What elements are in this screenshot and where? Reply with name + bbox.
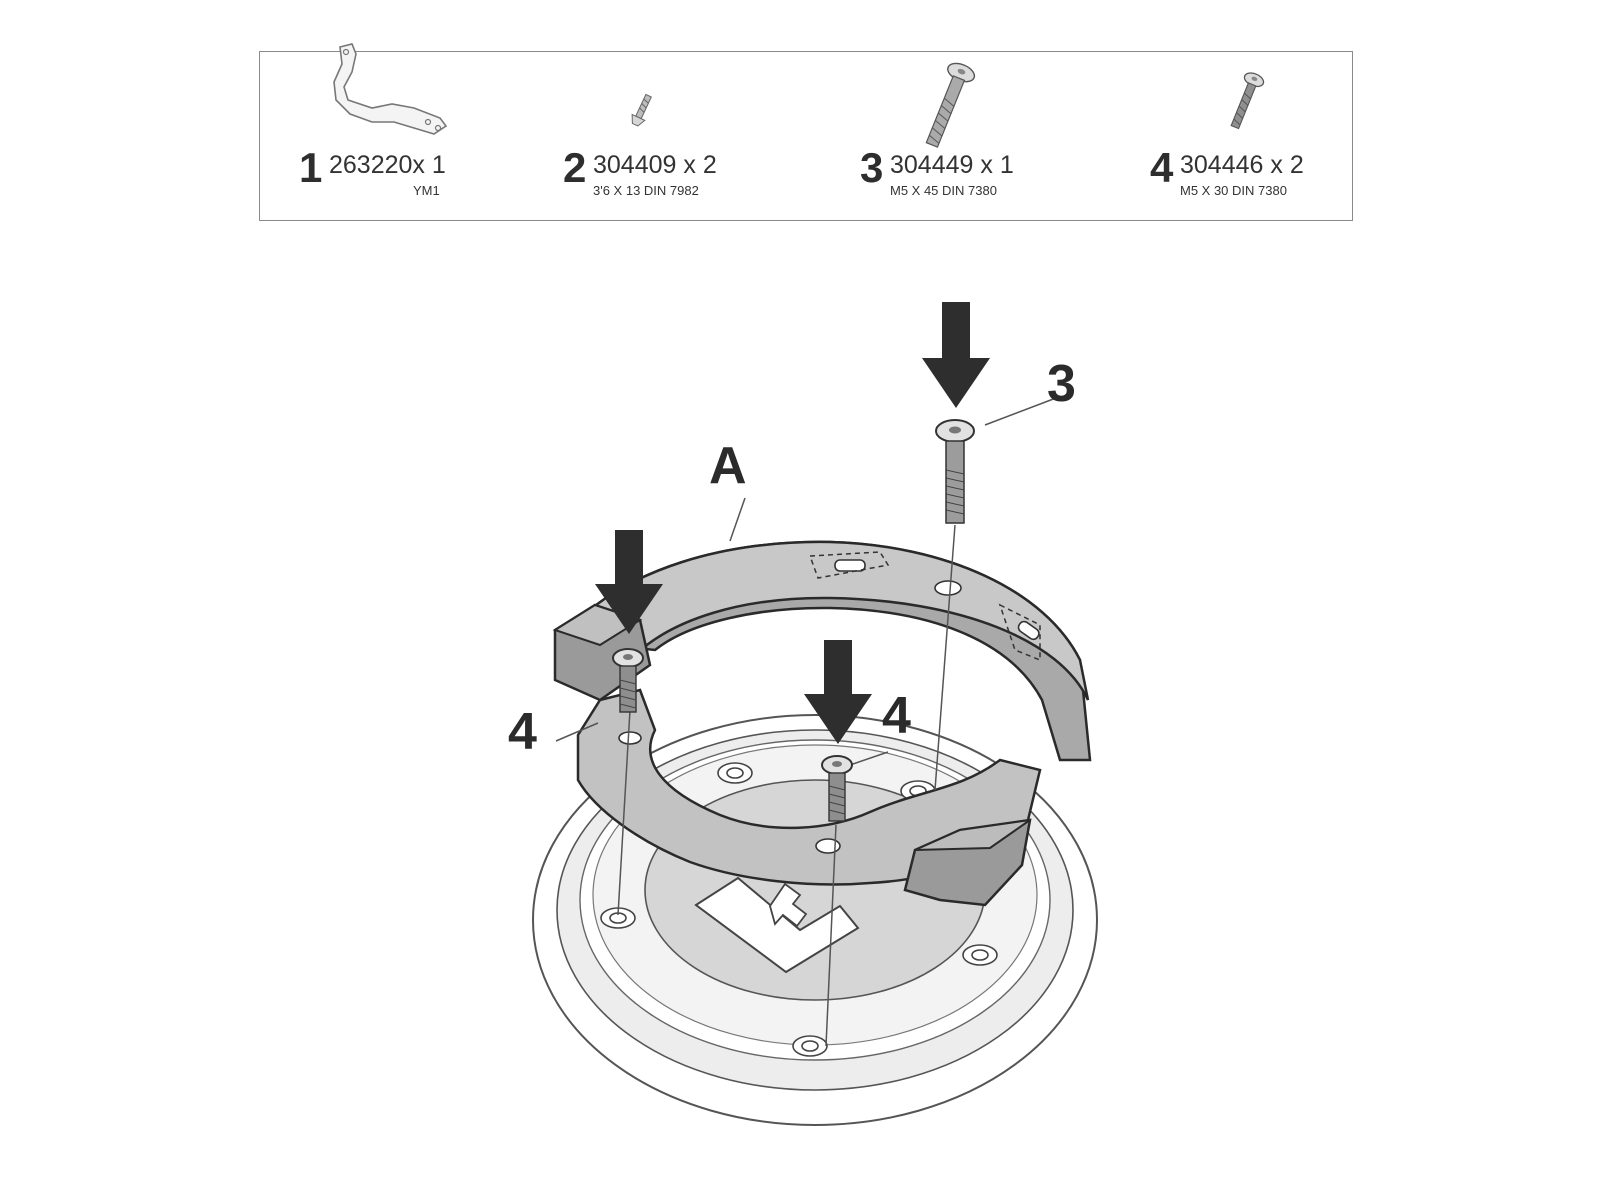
arrow-down-icon xyxy=(804,640,872,744)
callout-bolt-center-4: 4 xyxy=(882,687,911,745)
part-spec: M5 X 45 DIN 7380 xyxy=(890,183,997,198)
part-spec: M5 X 30 DIN 7380 xyxy=(1180,183,1287,198)
short-bolt-icon xyxy=(1230,72,1265,130)
bracket-plate-icon xyxy=(333,43,448,135)
part-number: 1 xyxy=(299,144,323,191)
part-spec: 3'6 X 13 DIN 7982 xyxy=(593,183,699,198)
part-code: 263220x 1 xyxy=(329,151,446,179)
bolt-long-3 xyxy=(935,419,975,524)
callout-bolt-3: 3 xyxy=(1047,355,1076,413)
callout-bolt-left-4: 4 xyxy=(508,703,537,761)
part-number: 2 xyxy=(563,144,587,191)
alignment-lines xyxy=(555,397,1057,1047)
bolt-center-4 xyxy=(821,755,853,822)
insertion-arrows xyxy=(595,302,990,744)
long-bolt-icon xyxy=(925,62,976,148)
bolt-left-4 xyxy=(612,648,644,713)
part-code: 304409 x 2 xyxy=(593,151,717,179)
part-number: 3 xyxy=(860,144,884,191)
arrow-down-icon xyxy=(595,530,663,634)
countersunk-screw-icon xyxy=(631,93,652,127)
part-number: 4 xyxy=(1150,144,1174,191)
part-code: 304449 x 1 xyxy=(890,151,1014,179)
part-code: 304446 x 2 xyxy=(1180,151,1304,179)
callout-ring-a: A xyxy=(709,437,747,495)
arrow-down-icon xyxy=(922,302,990,408)
part-spec: YM1 xyxy=(413,183,440,198)
parts-list-box: 1 263220x 1 YM1 2 304409 x 2 3'6 X 13 DI… xyxy=(259,43,1353,221)
